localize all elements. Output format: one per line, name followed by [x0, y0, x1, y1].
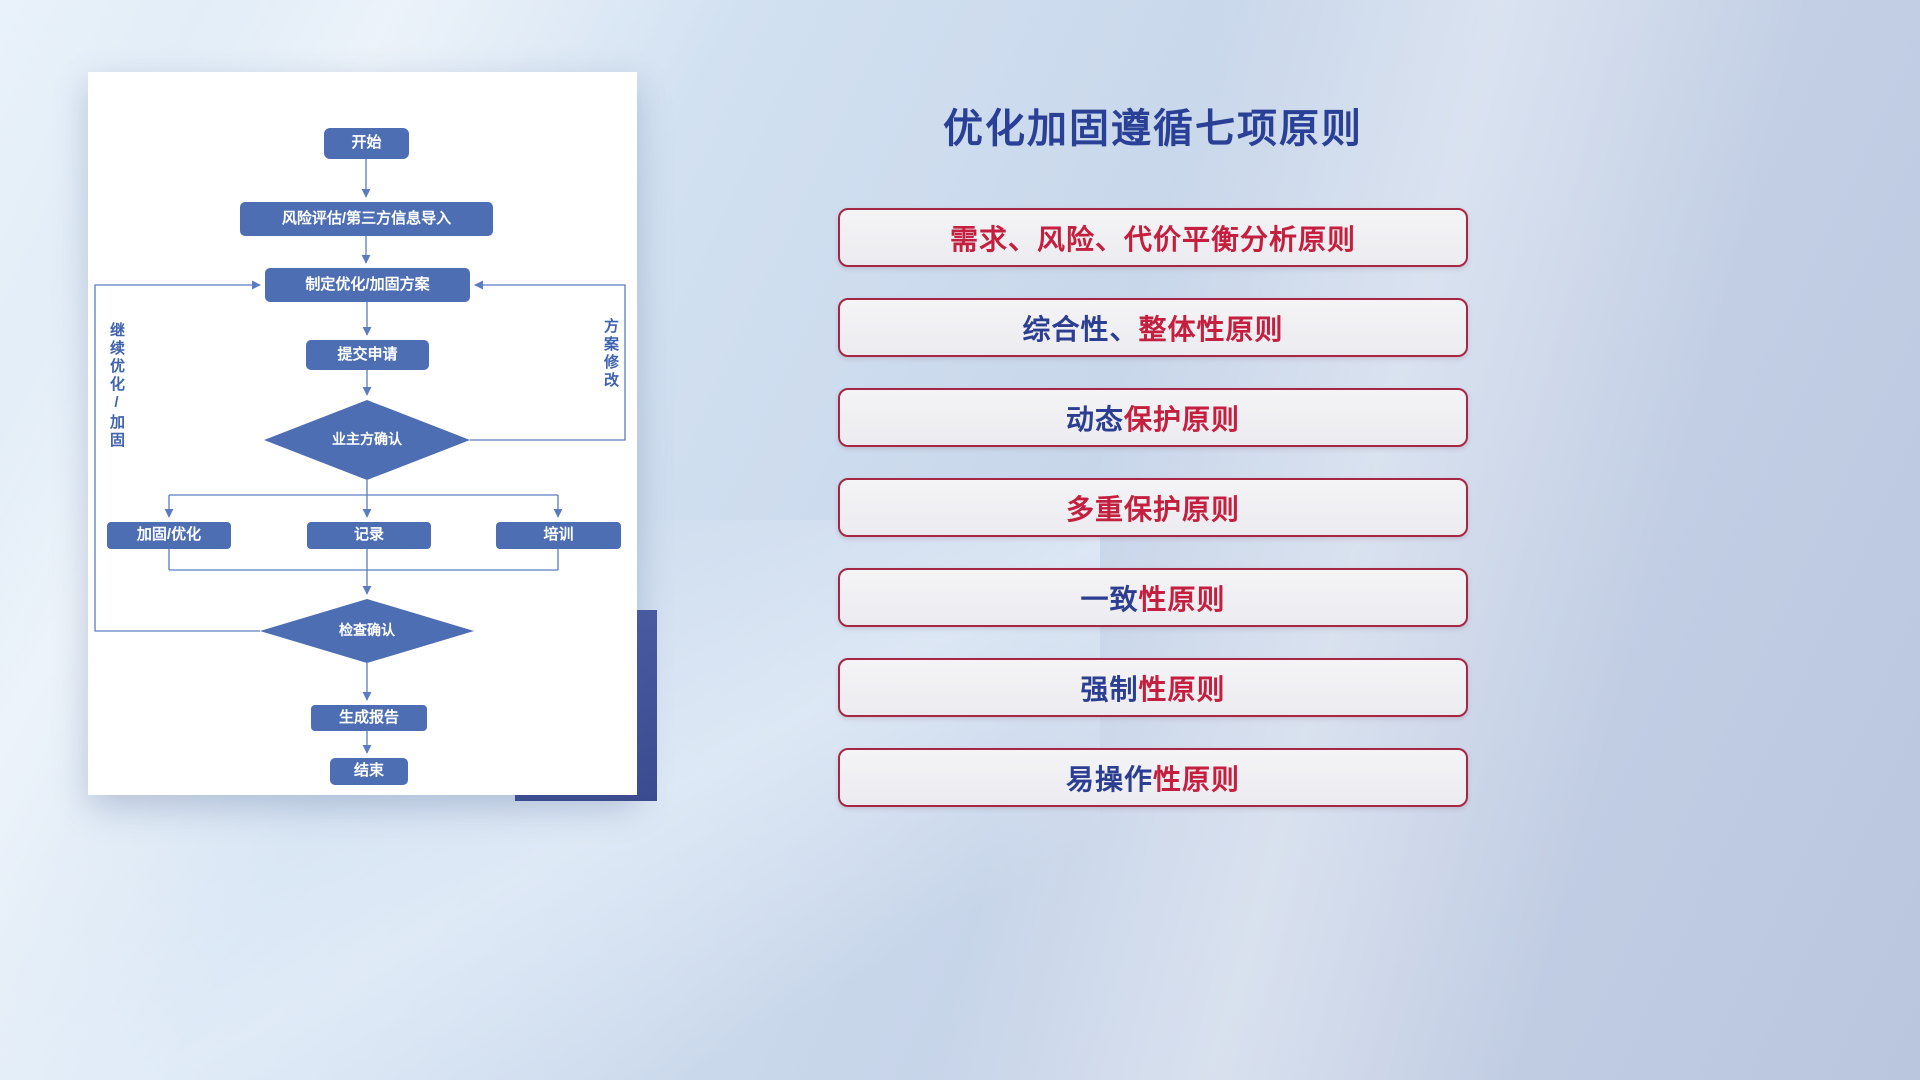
principle-item-2: 综合性、整体性原则	[838, 298, 1468, 357]
node-start: 开始	[324, 128, 409, 159]
principle-item-5: 一致性原则	[838, 568, 1468, 627]
node-risk-import: 风险评估/第三方信息导入	[240, 202, 493, 236]
principles-panel: 优化加固遵循七项原则 需求、风险、代价平衡分析原则 综合性、整体性原则 动态保护…	[838, 96, 1468, 807]
principle-text-blue: 易操作	[1065, 763, 1153, 795]
principle-text-blue: 一致	[1080, 583, 1139, 615]
node-record: 记录	[307, 522, 431, 549]
flowchart-connectors	[94, 159, 626, 754]
node-submit: 提交申请	[306, 340, 429, 370]
principle-text-blue: 强制	[1080, 673, 1139, 705]
principle-text-red: 性原则	[1138, 583, 1226, 615]
node-reinforce: 加固/优化	[107, 522, 231, 549]
principle-text-red: 性原则	[1153, 763, 1241, 795]
node-training: 培训	[496, 522, 621, 549]
loop-label-continue-optimize: 继续优化/加固	[108, 322, 125, 450]
node-owner-confirm-label: 业主方确认	[332, 431, 402, 448]
principle-text-red: 多重保护原则	[1065, 493, 1240, 525]
principle-text-red: 需求、风险、代价平衡分析原则	[949, 223, 1356, 255]
principle-item-1: 需求、风险、代价平衡分析原则	[838, 208, 1468, 267]
node-end: 结束	[330, 758, 408, 785]
principle-item-4: 多重保护原则	[838, 478, 1468, 537]
principle-item-6: 强制性原则	[838, 658, 1468, 717]
principle-text-blue: 动态	[1065, 403, 1124, 435]
panel-title: 优化加固遵循七项原则	[943, 107, 1363, 151]
loop-label-plan-revise: 方案修改	[602, 318, 619, 390]
principle-text-red: 性原则	[1138, 673, 1226, 705]
flowchart-card: 开始 风险评估/第三方信息导入 制定优化/加固方案 提交申请 业主方确认 加固/…	[88, 72, 637, 795]
principle-text-red: 保护原则	[1124, 403, 1241, 435]
principles-list: 需求、风险、代价平衡分析原则 综合性、整体性原则 动态保护原则 多重保护原则 一…	[838, 208, 1468, 807]
node-check-confirm-label: 检查确认	[339, 622, 395, 639]
node-make-plan: 制定优化/加固方案	[265, 268, 470, 302]
node-report: 生成报告	[311, 705, 427, 731]
principle-item-7: 易操作性原则	[838, 748, 1468, 807]
principle-text-red: 整体性原则	[1138, 313, 1284, 345]
principle-text-blue: 综合性、	[1022, 313, 1139, 345]
principle-item-3: 动态保护原则	[838, 388, 1468, 447]
